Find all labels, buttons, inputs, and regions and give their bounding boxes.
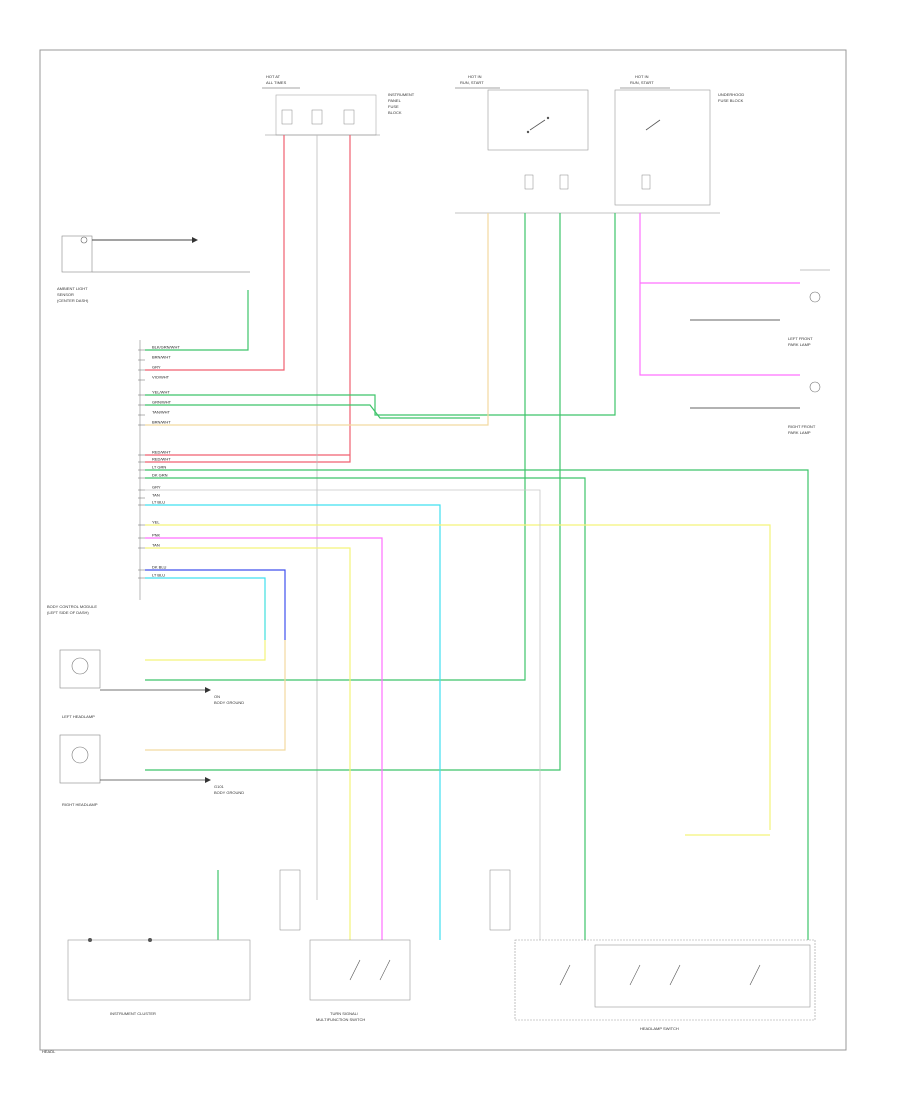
fuse-block-1-header-bottom: ALL TIMES bbox=[266, 80, 287, 85]
bcm-pin-label: YEL/WHT bbox=[152, 390, 170, 395]
fuse-block-3-header-bottom: RUN, START bbox=[630, 80, 654, 85]
bcm-pin-label: TAN bbox=[152, 493, 160, 498]
ambient-light-sensor: AMBIENT LIGHT SENSOR (CENTER DASH) bbox=[57, 235, 250, 303]
bcm-pin-label: GRN/WHT bbox=[152, 400, 172, 405]
wire-yellow-1 bbox=[145, 524, 771, 830]
wire-green-ambient bbox=[145, 290, 249, 351]
turn-signal-label-2: MULTIFUNCTION SWITCH bbox=[316, 1017, 365, 1022]
bcm-pin-label: GRY bbox=[152, 365, 161, 370]
bcm-pin-list: BLK/GRN/WHT BRN/WHT GRY VIO/WHT YEL/WHT GRN/W… bbox=[138, 345, 180, 579]
wire-tan-1 bbox=[145, 213, 489, 426]
wire-green-3 bbox=[145, 213, 561, 771]
wire-magenta-2 bbox=[639, 213, 800, 376]
wires bbox=[145, 135, 809, 940]
wire-yellow-3 bbox=[145, 590, 266, 661]
ground-ref-1-a: ON bbox=[214, 694, 220, 699]
bcm-pin-label: DK BLU bbox=[152, 565, 167, 570]
bcm-pin-label: RED/WHT bbox=[152, 450, 171, 455]
bcm-pin-label: BRN/WHT bbox=[152, 420, 171, 425]
ground-ref-2-b: BODY GROUND bbox=[214, 790, 244, 795]
ambient-sensor-label-1: AMBIENT LIGHT bbox=[57, 286, 88, 291]
wire-blue-1 bbox=[145, 569, 286, 640]
right-headlamp-label: RIGHT HEADLAMP bbox=[62, 802, 98, 807]
bcm-pin-label: TAN bbox=[152, 543, 160, 548]
fuse-block-1-label-1: INSTRUMENT bbox=[388, 92, 415, 97]
wire-red-1 bbox=[145, 135, 285, 371]
wire-green-relay bbox=[145, 213, 616, 416]
fuse-block-1-label-4: BLOCK bbox=[388, 110, 402, 115]
bcm-pin-label: LT GRN bbox=[152, 465, 166, 470]
relay-label-1: UNDERHOOD bbox=[718, 92, 744, 97]
instrument-cluster: INSTRUMENT CLUSTER bbox=[67, 938, 251, 1016]
fuse-block-1-header-top: HOT AT bbox=[266, 74, 281, 79]
bcm-pin-label: BRN/WHT bbox=[152, 355, 171, 360]
wire-tan-2 bbox=[145, 640, 286, 751]
wire-red-2 bbox=[145, 135, 351, 463]
bcm-label-2: (LEFT SIDE OF DASH) bbox=[47, 610, 89, 615]
bcm-pin-label: LT BLU bbox=[152, 500, 165, 505]
fuse-block-3: HOT IN RUN, START UNDERHOOD FUSE BLOCK bbox=[614, 74, 744, 206]
right-park-label-2: PARK LAMP bbox=[788, 430, 811, 435]
fuse-block-2: HOT IN RUN, START bbox=[455, 74, 720, 214]
ground-ref-1-b: BODY GROUND bbox=[214, 700, 244, 705]
bcm-pin-label: DK GRN bbox=[152, 473, 168, 478]
right-park-label-1: RIGHT FRONT bbox=[788, 424, 816, 429]
bcm-connector: BLK/GRN/WHT BRN/WHT GRY VIO/WHT YEL/WHT GRN/W… bbox=[47, 340, 180, 615]
bcm-pin-label: TAN/WHT bbox=[152, 410, 170, 415]
bcm-pin-label: PNK bbox=[152, 533, 161, 538]
wire-cyan-1 bbox=[145, 504, 441, 940]
instrument-cluster-label: INSTRUMENT CLUSTER bbox=[110, 1011, 156, 1016]
bcm-pin-label: YEL bbox=[152, 520, 160, 525]
headlamp-switch: HEADLAMP SWITCH bbox=[489, 869, 816, 1031]
bcm-pin-label: LT BLU bbox=[152, 573, 165, 578]
left-park-label-2: PARK LAMP bbox=[788, 342, 811, 347]
bcm-pin-label: RED/WHT bbox=[152, 457, 171, 462]
wire-magenta-1 bbox=[145, 537, 383, 940]
turn-signal-switch: TURN SIGNAL/ MULTIFUNCTION SWITCH bbox=[279, 869, 411, 1022]
turn-signal-label-1: TURN SIGNAL/ bbox=[330, 1011, 359, 1016]
ambient-sensor-label-2: SENSOR bbox=[57, 292, 74, 297]
relay-label-2: FUSE BLOCK bbox=[718, 98, 744, 103]
diagram-frame bbox=[39, 49, 847, 1051]
wire-green-4 bbox=[145, 469, 809, 940]
headlamp-switch-label: HEADLAMP SWITCH bbox=[640, 1026, 679, 1031]
park-lamps: LEFT FRONT PARK LAMP RIGHT FRONT PARK LA… bbox=[690, 269, 830, 435]
ambient-sensor-label-3: (CENTER DASH) bbox=[57, 298, 89, 303]
fuse-block-2-header-bottom: RUN, START bbox=[460, 80, 484, 85]
right-headlamp: RIGHT HEADLAMP G101 BODY GROUND bbox=[59, 734, 244, 807]
wire-gray-2 bbox=[145, 489, 541, 940]
bcm-pin-label: GRY bbox=[152, 485, 161, 490]
fuse-block-1-label-3: FUSE bbox=[388, 104, 399, 109]
wire-yellow-2 bbox=[145, 547, 351, 940]
fuse-block-3-header-top: HOT IN bbox=[635, 74, 649, 79]
fuse-block-1: HOT AT ALL TIMES INSTRUMENT PANEL FUSE B… bbox=[262, 74, 415, 136]
wire-green-2 bbox=[145, 213, 526, 681]
page-mark: HEADL bbox=[42, 1049, 56, 1054]
wire-lt-blue bbox=[145, 577, 266, 640]
fuse-block-2-header-top: HOT IN bbox=[468, 74, 482, 79]
bcm-label-1: BODY CONTROL MODULE bbox=[47, 604, 97, 609]
wire-green-5 bbox=[145, 477, 586, 940]
wire-green-6 bbox=[145, 404, 480, 419]
fuse-block-1-label-2: PANEL bbox=[388, 98, 402, 103]
ground-ref-2-a: G101 bbox=[214, 784, 225, 789]
left-park-label-1: LEFT FRONT bbox=[788, 336, 813, 341]
bcm-pin-label: BLK/GRN/WHT bbox=[152, 345, 180, 350]
left-headlamp: LEFT HEADLAMP ON BODY GROUND bbox=[59, 649, 244, 719]
bcm-pin-label: VIO/WHT bbox=[152, 375, 170, 380]
left-headlamp-label: LEFT HEADLAMP bbox=[62, 714, 95, 719]
